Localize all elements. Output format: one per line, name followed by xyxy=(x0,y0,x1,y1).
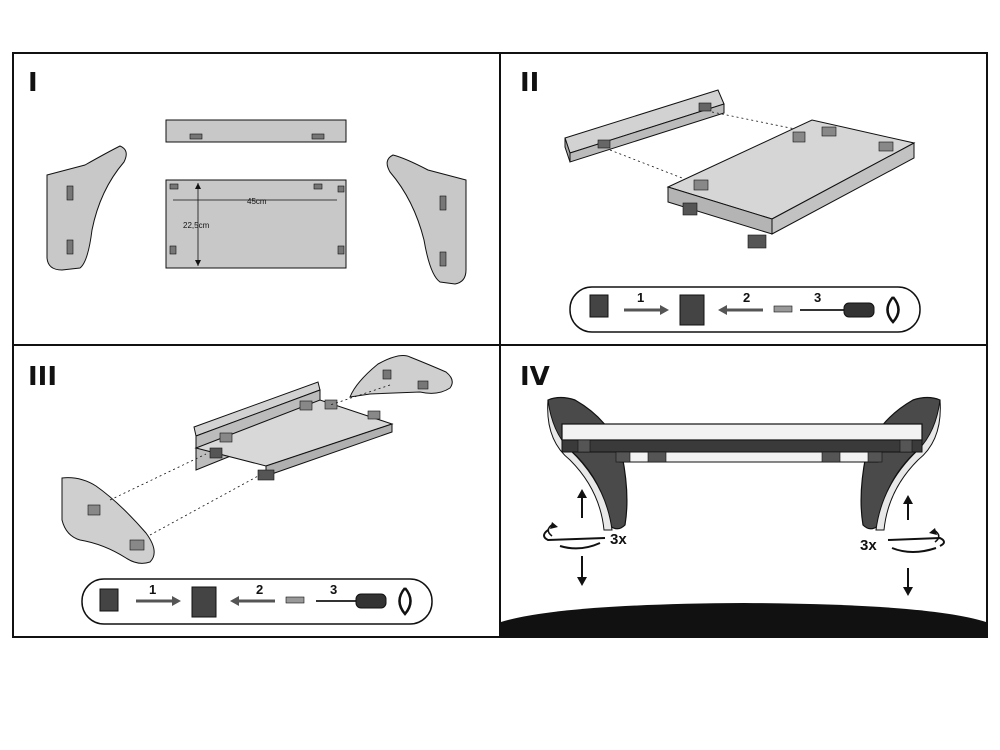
screwdriver-icon-3 xyxy=(316,593,387,609)
arrow-down-icon xyxy=(577,577,587,586)
rotate-icon-3 xyxy=(398,587,412,616)
step-number-1: I xyxy=(28,68,38,98)
arrow-down-icon-right xyxy=(903,587,913,596)
bracket-clip-icon-3 xyxy=(99,588,119,612)
rail-piece xyxy=(165,119,347,143)
sequence-number-3-3: 3 xyxy=(330,582,337,597)
rotate-screw-icon-right xyxy=(887,536,945,553)
right-adjust-indicator: 3x xyxy=(860,495,945,596)
fitting-sequence-2: 1 2 3 xyxy=(569,286,921,333)
installed-left-bracket xyxy=(547,396,628,530)
height-dimension-label: 22,5cm xyxy=(183,221,210,230)
left-bracket xyxy=(46,145,127,271)
right-bracket xyxy=(386,154,467,285)
screw-icon-3 xyxy=(285,596,305,604)
sequence-number-1-3: 1 xyxy=(149,582,156,597)
step-number-2: II xyxy=(520,68,539,98)
installed-right-bracket xyxy=(860,396,941,530)
rotate-icon xyxy=(886,296,900,324)
mounted-clip-icon-3 xyxy=(191,586,217,618)
panel-step-3: III xyxy=(28,355,453,625)
back-rail xyxy=(564,89,725,163)
repeat-label-right: 3x xyxy=(860,537,877,554)
repeat-label-left: 3x xyxy=(610,531,627,548)
far-bracket xyxy=(349,355,453,398)
step-number-3: III xyxy=(28,362,57,392)
screwdriver-icon xyxy=(800,302,875,318)
step-number-4: IV xyxy=(520,362,550,392)
floor-surface xyxy=(501,603,986,636)
panel-step-1: I 45cm 22,5cm xyxy=(28,68,467,285)
arrow-up-icon-right xyxy=(903,495,913,504)
sequence-number-2: 2 xyxy=(743,290,750,305)
screw-icon xyxy=(773,305,793,313)
panel-step-4: IV xyxy=(501,362,986,636)
sequence-number-1: 1 xyxy=(637,290,644,305)
bracket-clip-icon xyxy=(589,294,609,318)
near-bracket xyxy=(61,477,155,564)
mounted-clip-icon xyxy=(679,294,705,326)
panel-grid xyxy=(12,52,988,638)
shelf-board: 45cm 22,5cm xyxy=(165,179,347,269)
panel-step-2: II xyxy=(520,68,921,333)
rotate-screw-icon-left xyxy=(543,529,606,550)
sequence-number-3: 3 xyxy=(814,290,821,305)
arrow-up-icon xyxy=(577,489,587,498)
shelf-with-rail xyxy=(193,381,394,481)
sequence-number-2-3: 2 xyxy=(256,582,263,597)
left-adjust-indicator: 3x xyxy=(543,489,627,586)
shelf-board-assembled xyxy=(666,119,916,249)
fitting-sequence-3: 1 2 3 xyxy=(81,578,433,625)
alignment-guides-3 xyxy=(109,384,391,536)
installed-shelf xyxy=(561,423,923,463)
width-dimension-label: 45cm xyxy=(247,197,267,206)
